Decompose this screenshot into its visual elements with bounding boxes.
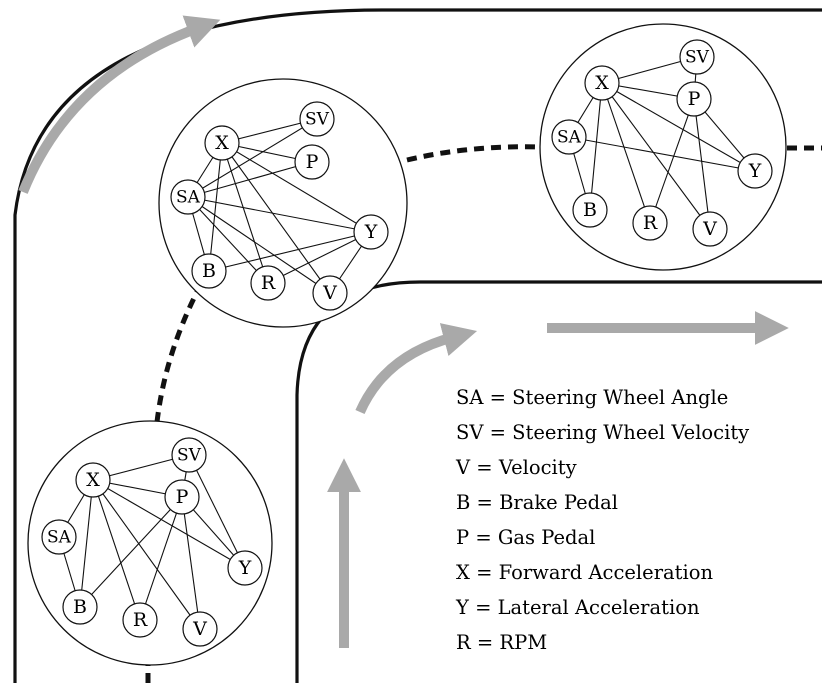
lane-center-dash-top	[406, 144, 542, 163]
graph-edge-p-b	[79, 496, 183, 608]
lane-center-dash-left	[154, 288, 201, 423]
graph-node-label-sa: SA	[176, 188, 201, 208]
graph-edge-x-b	[79, 479, 94, 608]
graph-node-label-v: V	[702, 218, 717, 240]
graph-node-r	[122, 602, 158, 638]
graph-edge-sv-y	[188, 454, 246, 569]
graph-node-sa	[551, 119, 587, 155]
graph-node-label-b: B	[202, 260, 216, 282]
dependency-graph-3: X SV P SA Y B R V	[27, 420, 273, 666]
graph-node-v	[182, 611, 218, 647]
graph-node-p	[676, 81, 712, 117]
legend-item-p: P = Gas Pedal	[456, 526, 596, 549]
road-outer-edge	[13, 8, 822, 683]
graph-node-b	[572, 192, 608, 228]
graph-edge-p-r	[139, 496, 183, 621]
graph-node-label-p: P	[688, 88, 701, 110]
graph-edge-x-r	[92, 479, 141, 621]
graph-node-label-sv: SV	[685, 48, 710, 68]
graph-edge-x-r	[221, 142, 269, 284]
graph-edge-p-v	[693, 98, 711, 230]
graph-node-sv	[679, 39, 715, 75]
graph-node-label-x: X	[595, 72, 609, 94]
graph-node-label-r: R	[133, 609, 148, 631]
graph-node-label-x: X	[215, 132, 229, 154]
graph-node-label-sa: SA	[47, 528, 72, 548]
graph-edge-x-y	[221, 142, 372, 233]
graph-node-label-sv: SV	[305, 110, 330, 130]
graph-node-sv	[299, 101, 335, 137]
legend-item-v: V = Velocity	[456, 456, 577, 479]
graph-node-b	[62, 589, 98, 625]
graph-node-r	[250, 265, 286, 301]
graph-edge-r-y	[267, 231, 372, 284]
graph-node-b	[191, 253, 227, 289]
graph-node-r	[632, 205, 668, 241]
graph-node-label-sv: SV	[177, 446, 202, 466]
graph-node-label-y: Y	[748, 160, 762, 182]
graph-edge-x-v	[221, 142, 331, 294]
legend-item-sv: SV = Steering Wheel Velocity	[456, 421, 750, 444]
graph-edge-sa-v	[187, 196, 331, 294]
graph-edge-x-y	[601, 82, 756, 172]
legend-item-b: B = Brake Pedal	[456, 491, 619, 514]
graph-node-v	[312, 275, 348, 311]
graph-node-y	[737, 153, 773, 189]
direction-arrow-inner-curve	[355, 323, 478, 415]
graph-edge-x-v	[601, 82, 711, 230]
direction-arrow-outer-curve	[18, 15, 221, 194]
legend-item-sa: SA = Steering Wheel Angle	[456, 386, 729, 409]
graph-node-label-y: Y	[238, 557, 252, 579]
legend-item-y: Y = Lateral Acceleration	[456, 596, 700, 619]
graph-edge-x-r	[601, 82, 651, 224]
graph-edge-sa-sv	[187, 118, 318, 198]
graph-edge-sa-p	[187, 161, 313, 198]
graph-edge-p-r	[649, 98, 695, 224]
graph-edge-b-y	[208, 231, 372, 272]
graph-node-v	[692, 211, 728, 247]
graph-node-x	[204, 125, 240, 161]
graph-node-sa	[41, 519, 77, 555]
dependency-graph-1: X SV P SA Y B R V	[158, 78, 408, 328]
graph-node-label-b: B	[583, 199, 597, 221]
graph-node-label-r: R	[261, 272, 276, 294]
legend-item-x: X = Forward Acceleration	[456, 561, 714, 584]
graph-edge-x-y	[92, 479, 246, 569]
graph-node-label-v: V	[322, 282, 337, 304]
graph-edge-sa-r	[187, 196, 269, 284]
graph-node-label-sa: SA	[557, 128, 582, 148]
graph-node-p	[294, 144, 330, 180]
graph-edge-x-b	[589, 82, 603, 211]
graph-node-sv	[171, 437, 207, 473]
graph-node-label-p: P	[176, 486, 189, 508]
graph-node-label-v: V	[192, 618, 207, 640]
graph-edge-x-b	[208, 142, 223, 272]
graph-node-y	[353, 214, 389, 250]
graph-node-y	[227, 550, 263, 586]
graph-edge-sa-y	[568, 136, 756, 172]
dependency-graph-2: X SV P SA Y B R V	[539, 23, 787, 271]
graph-node-label-x: X	[86, 469, 100, 491]
graph-node-label-r: R	[643, 212, 658, 234]
graph-node-label-p: P	[306, 151, 319, 173]
graph-node-label-y: Y	[364, 221, 378, 243]
graph-node-p	[164, 479, 200, 515]
graph-edge-sa-y	[187, 196, 372, 233]
graph-node-x	[75, 462, 111, 498]
legend: SA = Steering Wheel Angle SV = Steering …	[456, 380, 749, 660]
legend-item-r: R = RPM	[456, 631, 548, 654]
graph-node-sa	[170, 179, 206, 215]
graph-node-x	[584, 65, 620, 101]
graph-node-label-b: B	[73, 596, 87, 618]
graph-edge-p-v	[181, 496, 201, 630]
graph-edge-x-v	[92, 479, 201, 630]
